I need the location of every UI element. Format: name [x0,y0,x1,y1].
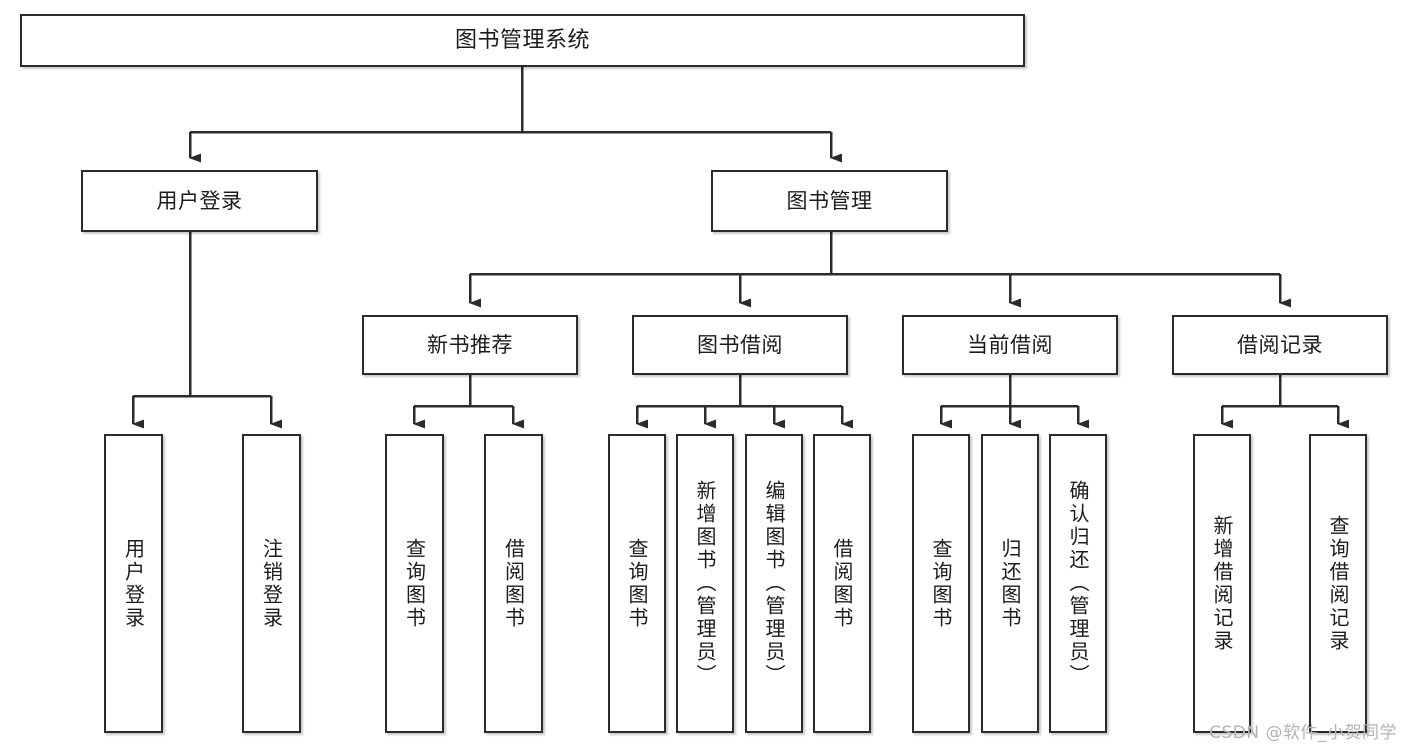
node-borrow-record[interactable]: 借阅记录 [1172,315,1388,375]
leaf-borrow-book-2-label: 借阅图书 [830,537,854,630]
leaf-borrow-book-2[interactable]: 借阅图书 [813,434,871,733]
node-book-manage[interactable]: 图书管理 [711,170,948,232]
node-root[interactable]: 图书管理系统 [20,14,1025,67]
leaf-edit-book[interactable]: 编辑图书（管理员） [745,434,803,733]
node-new-book-recommend[interactable]: 新书推荐 [362,315,578,375]
node-current-borrow-label: 当前借阅 [967,332,1053,357]
node-current-borrow[interactable]: 当前借阅 [902,315,1118,375]
leaf-add-record[interactable]: 新增借阅记录 [1193,434,1251,733]
leaf-add-book-label: 新增图书（管理员） [693,480,717,687]
leaf-user-login-label: 用户登录 [121,537,146,630]
leaf-confirm-return[interactable]: 确认归还（管理员） [1049,434,1107,733]
node-user-login[interactable]: 用户登录 [81,170,318,232]
node-book-manage-label: 图书管理 [786,188,873,213]
leaf-confirm-return-label: 确认归还（管理员） [1066,480,1090,687]
leaf-query-record-label: 查询借阅记录 [1326,514,1350,653]
leaf-query-book-2-label: 查询图书 [625,537,649,630]
leaf-return-book[interactable]: 归还图书 [981,434,1039,733]
leaf-user-login[interactable]: 用户登录 [104,434,163,733]
leaf-query-book-3-label: 查询图书 [929,537,953,630]
leaf-query-book-3[interactable]: 查询图书 [912,434,970,733]
node-book-borrow-label: 图书借阅 [697,332,783,357]
leaf-add-record-label: 新增借阅记录 [1210,514,1234,653]
node-borrow-record-label: 借阅记录 [1237,332,1323,357]
leaf-return-book-label: 归还图书 [998,537,1022,630]
leaf-query-book-1[interactable]: 查询图书 [385,434,444,733]
leaf-logout-login-label: 注销登录 [259,537,284,630]
node-root-label: 图书管理系统 [454,27,590,53]
leaf-borrow-book-1[interactable]: 借阅图书 [484,434,543,733]
leaf-query-record[interactable]: 查询借阅记录 [1309,434,1367,733]
leaf-edit-book-label: 编辑图书（管理员） [762,480,786,687]
node-new-book-recommend-label: 新书推荐 [427,332,513,357]
leaf-add-book[interactable]: 新增图书（管理员） [676,434,734,733]
leaf-query-book-1-label: 查询图书 [402,537,427,630]
node-book-borrow[interactable]: 图书借阅 [632,315,848,375]
leaf-logout-login[interactable]: 注销登录 [242,434,301,733]
leaf-query-book-2[interactable]: 查询图书 [608,434,666,733]
node-user-login-label: 用户登录 [156,188,243,213]
leaf-borrow-book-1-label: 借阅图书 [501,537,526,630]
